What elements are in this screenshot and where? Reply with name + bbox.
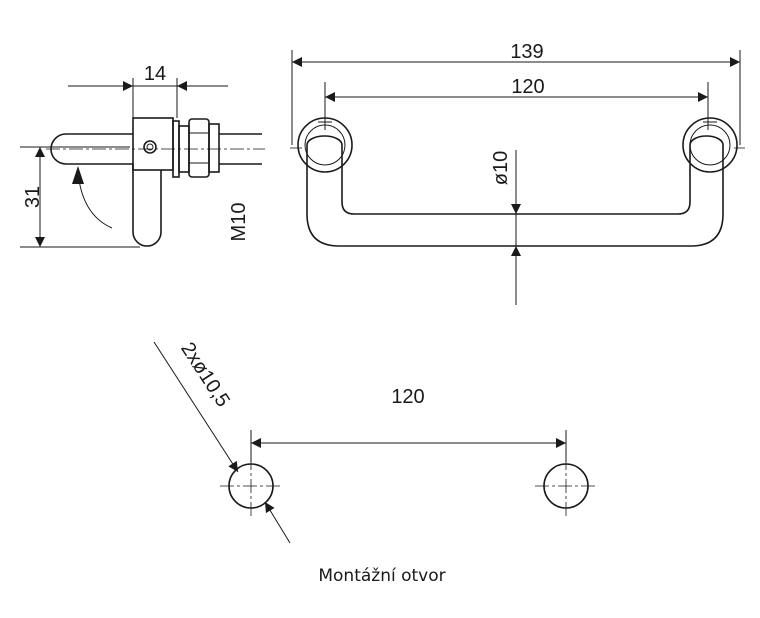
boss-outer [297, 117, 353, 173]
dim-height-label: 31 [22, 186, 44, 208]
washer-3 [208, 123, 220, 173]
rotation-arrowhead [72, 166, 84, 184]
mount-right [682, 117, 745, 173]
boss-inner [689, 124, 731, 166]
grip-folded [132, 164, 162, 247]
pivot-pin [143, 140, 157, 154]
dim-centers-label: 120 [511, 76, 544, 98]
leader-hole-diameter-end [264, 501, 291, 544]
pivot-pin-inner [146, 143, 154, 151]
handle-end-right [689, 135, 724, 146]
dim-diameter-label: ø10 [490, 151, 512, 185]
rotation-arc [77, 171, 113, 229]
dim-spacing-label: 120 [391, 386, 424, 408]
boss-inner [304, 124, 346, 166]
front-view: 139 120 ø10 [290, 41, 745, 305]
leader-hole-diameter [153, 341, 239, 473]
handle-outer [306, 145, 724, 247]
caption: Montážní otvor [318, 566, 445, 586]
mount-left [290, 117, 353, 173]
thread-label: M10 [228, 203, 250, 242]
dim-width-label: 14 [144, 63, 166, 85]
nut [188, 118, 210, 178]
side-view: 14 31 M10 [20, 63, 265, 248]
dim-overall-label: 139 [510, 41, 543, 63]
handle-end-left [306, 135, 343, 146]
dim-hole-label: 2xø10,5 [176, 338, 234, 411]
boss-outer [682, 117, 738, 173]
hole-view: 120 2xø10,5 Montážní otvor [153, 338, 597, 586]
pivot-block [132, 117, 174, 171]
